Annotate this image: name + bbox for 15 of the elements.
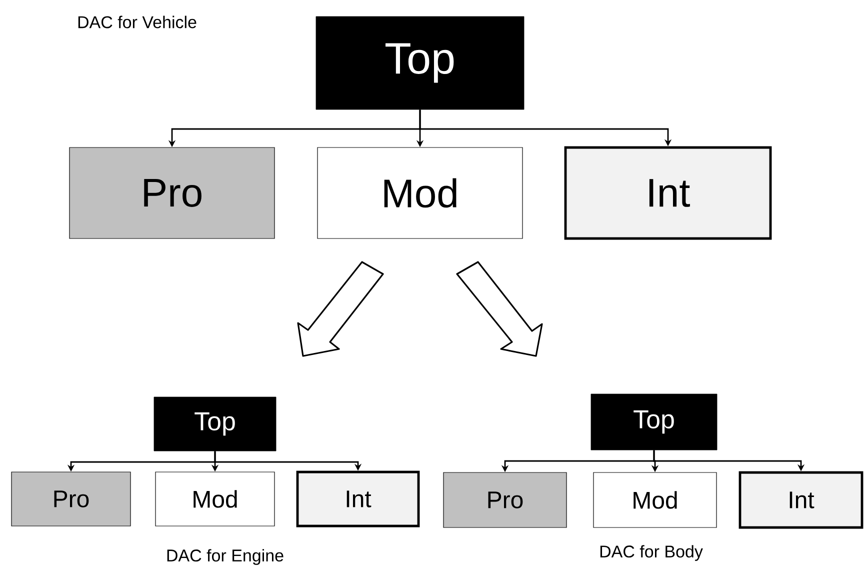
pro-box: Pro [69, 147, 275, 239]
caption: DAC for Body [600, 545, 703, 561]
pro-box: Pro [443, 472, 567, 528]
mod-box: Mod [317, 147, 523, 239]
int-box: Int [738, 471, 864, 529]
top-box: Top [590, 394, 718, 450]
pro-box: Pro [11, 472, 131, 526]
top-box: Top [154, 396, 276, 452]
caption: DAC for Engine [167, 549, 284, 565]
int-box: Int [296, 470, 420, 528]
int-box: Int [564, 146, 772, 240]
top-box: Top [316, 16, 524, 110]
mod-box: Mod [593, 472, 717, 528]
mod-box: Mod [155, 472, 275, 526]
caption: DAC for Vehicle [78, 16, 196, 28]
